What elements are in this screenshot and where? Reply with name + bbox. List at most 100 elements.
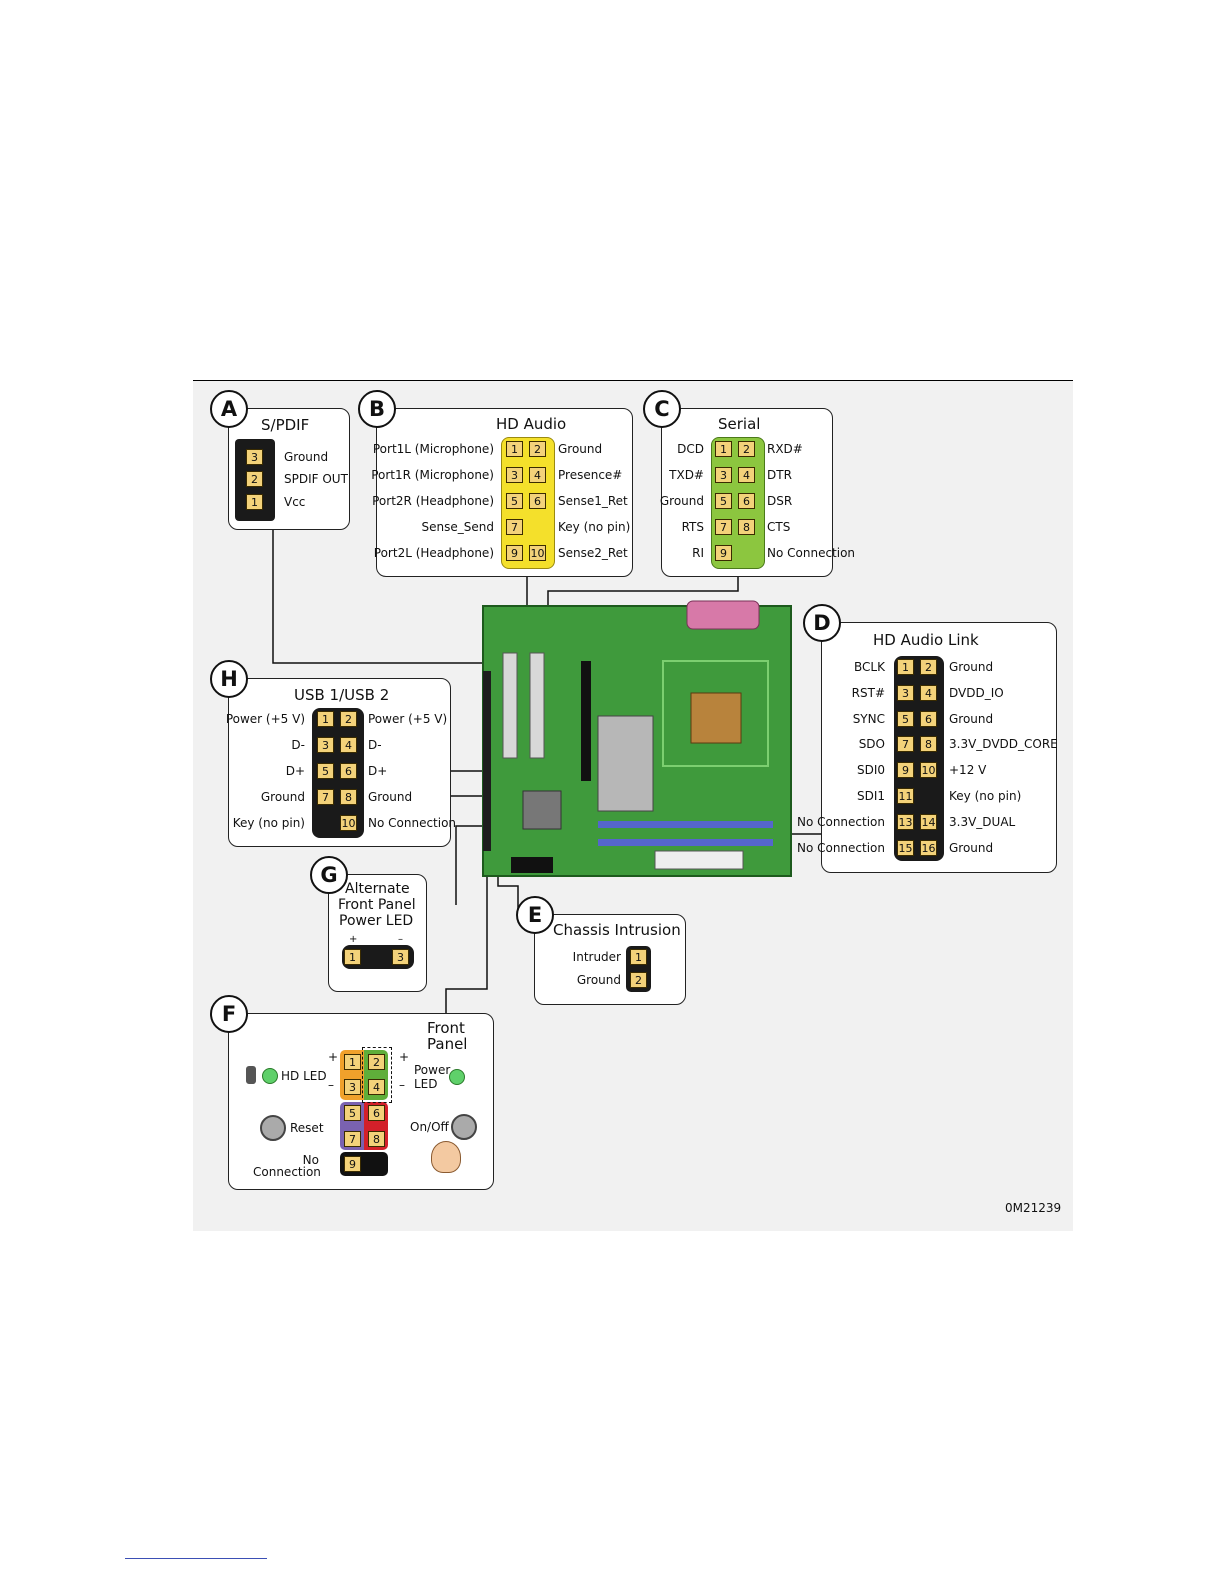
badge-f: F (210, 995, 248, 1033)
hd-audio-pin: 9 (506, 545, 523, 561)
alt-power-led-title-2: Front Panel (338, 897, 416, 913)
hd-audio-pin: 10 (529, 545, 546, 561)
pcie-slot (581, 661, 591, 781)
alt-power-led-pin-1: 1 (344, 949, 361, 965)
line-usb (451, 770, 483, 797)
dimm-2 (598, 839, 773, 846)
hd-audio-link-pin: 6 (920, 710, 937, 727)
front-panel-onoff-label: On/Off (410, 1120, 449, 1134)
cpu-socket (690, 692, 742, 744)
hd-audio-link-pin: 9 (897, 762, 914, 779)
hd-audio-link-right-label: Ground (949, 840, 994, 855)
hd-audio-left-label: Port1L (Microphone) (372, 442, 494, 456)
hd-audio-link-right-label: +12 V (949, 763, 987, 778)
usb-left-label: Power (+5 V) (225, 712, 305, 726)
hd-audio-link-pin: 10 (920, 762, 937, 779)
hd-audio-link-right-label: Ground (949, 660, 994, 674)
serial-right-label: No Connection (767, 546, 856, 560)
usb-pin: 8 (340, 789, 357, 805)
usb-pin: 10 (340, 815, 357, 831)
line-chassis (497, 871, 519, 911)
usb-title: USB 1/USB 2 (294, 686, 390, 704)
serial-left-label: DCD (677, 442, 704, 456)
reset-button-icon (260, 1115, 286, 1141)
usb-pin: 7 (317, 789, 334, 805)
hd-audio-link-left-label: SDO (858, 737, 885, 752)
serial-pin: 9 (715, 545, 732, 561)
hd-audio-link-pin: 7 (897, 736, 914, 753)
spdif-label-1: Vcc (284, 495, 306, 509)
serial-title: Serial (718, 415, 761, 433)
hd-audio-link-pin: 2 (920, 659, 937, 675)
hd-audio-right-label: Sense1_Ret (558, 494, 628, 508)
serial-left-label: RI (692, 546, 704, 560)
usb-right-label: D+ (368, 764, 388, 778)
alt-power-led-callout (328, 874, 427, 992)
alt-power-led-plus: + (349, 934, 358, 945)
serial-pin: 5 (715, 493, 732, 509)
serial-pin: 2 (738, 441, 755, 457)
chassis-label-2: Ground (576, 973, 621, 987)
front-panel-power-led-label-2: LED (414, 1077, 438, 1091)
line-alt-power-led (455, 825, 483, 905)
front-panel-pin-8: 8 (368, 1131, 385, 1147)
hd-audio-title: HD Audio (496, 415, 567, 433)
front-panel-minus-right: – (399, 1078, 405, 1092)
hd-audio-link-pin: 16 (920, 839, 937, 856)
figure-id: 0M21239 (1005, 1201, 1062, 1215)
usb-pin: 5 (317, 763, 334, 779)
front-panel-hd-led-label: HD LED (281, 1069, 327, 1083)
motherboard (482, 600, 792, 877)
usb-left-label: Key (no pin) (232, 816, 305, 830)
serial-pin: 3 (715, 467, 732, 483)
usb-pin: 2 (340, 711, 357, 727)
usb-left-label: D- (291, 738, 305, 752)
front-panel-pin-9: 9 (344, 1156, 361, 1172)
hd-audio-link-pin: 15 (897, 839, 914, 856)
hd-audio-link-left-label: No Connection (796, 840, 885, 855)
front-panel-pin-5: 5 (344, 1105, 361, 1121)
chassis-pin-2: 2 (630, 972, 647, 988)
spdif-title: S/PDIF (261, 416, 310, 434)
hd-audio-pin: 6 (529, 493, 546, 509)
badge-h: H (210, 660, 248, 698)
hd-audio-link-left-label: RST# (851, 685, 885, 700)
atx-power (654, 850, 744, 870)
pci-slot-1 (502, 652, 518, 759)
badge-a: A (210, 390, 248, 428)
spdif-label-3: Ground (284, 450, 329, 464)
usb-right-label: D- (368, 738, 382, 752)
hd-audio-link-pin: 11 (897, 788, 914, 804)
hd-audio-pin: 4 (529, 467, 546, 483)
serial-right-label: DSR (767, 494, 793, 508)
hd-audio-link-right-label: 3.3V_DVDD_CORE (949, 737, 1058, 752)
chassis-callout (534, 914, 686, 1005)
usb-left-label: Ground (260, 790, 305, 804)
power-button-icon (451, 1114, 477, 1140)
usb-pin: 6 (340, 763, 357, 779)
line-spdif (272, 529, 483, 664)
hd-audio-link-left-label: No Connection (796, 814, 885, 829)
hd-audio-pin: 5 (506, 493, 523, 509)
front-panel-plus-right: + (399, 1050, 410, 1064)
serial-pin: 8 (738, 519, 755, 535)
dimm-1 (598, 821, 773, 828)
front-panel-pin-3: 3 (344, 1079, 361, 1095)
badge-g: G (310, 856, 348, 894)
front-panel-pin-1: 1 (344, 1054, 361, 1070)
hd-audio-link-left-label: SYNC (852, 711, 885, 726)
serial-left-label: RTS (681, 520, 704, 534)
hd-audio-left-label: Sense_Send (421, 520, 494, 534)
front-panel-plus-left: + (328, 1050, 339, 1064)
board-headers (483, 671, 491, 851)
hard-drive-icon (246, 1066, 256, 1084)
spdif-pin-1: 1 (246, 494, 263, 510)
hd-audio-link-title: HD Audio Link (873, 631, 979, 649)
serial-right-label: DTR (767, 468, 792, 482)
hd-audio-link-right-label: DVDD_IO (949, 685, 1004, 700)
spdif-pin-2: 2 (246, 471, 263, 487)
top-rule (193, 380, 1073, 381)
front-panel-pin-4: 4 (368, 1079, 385, 1095)
hd-audio-link-pin: 8 (920, 736, 937, 753)
hd-audio-pin: 2 (529, 441, 546, 457)
